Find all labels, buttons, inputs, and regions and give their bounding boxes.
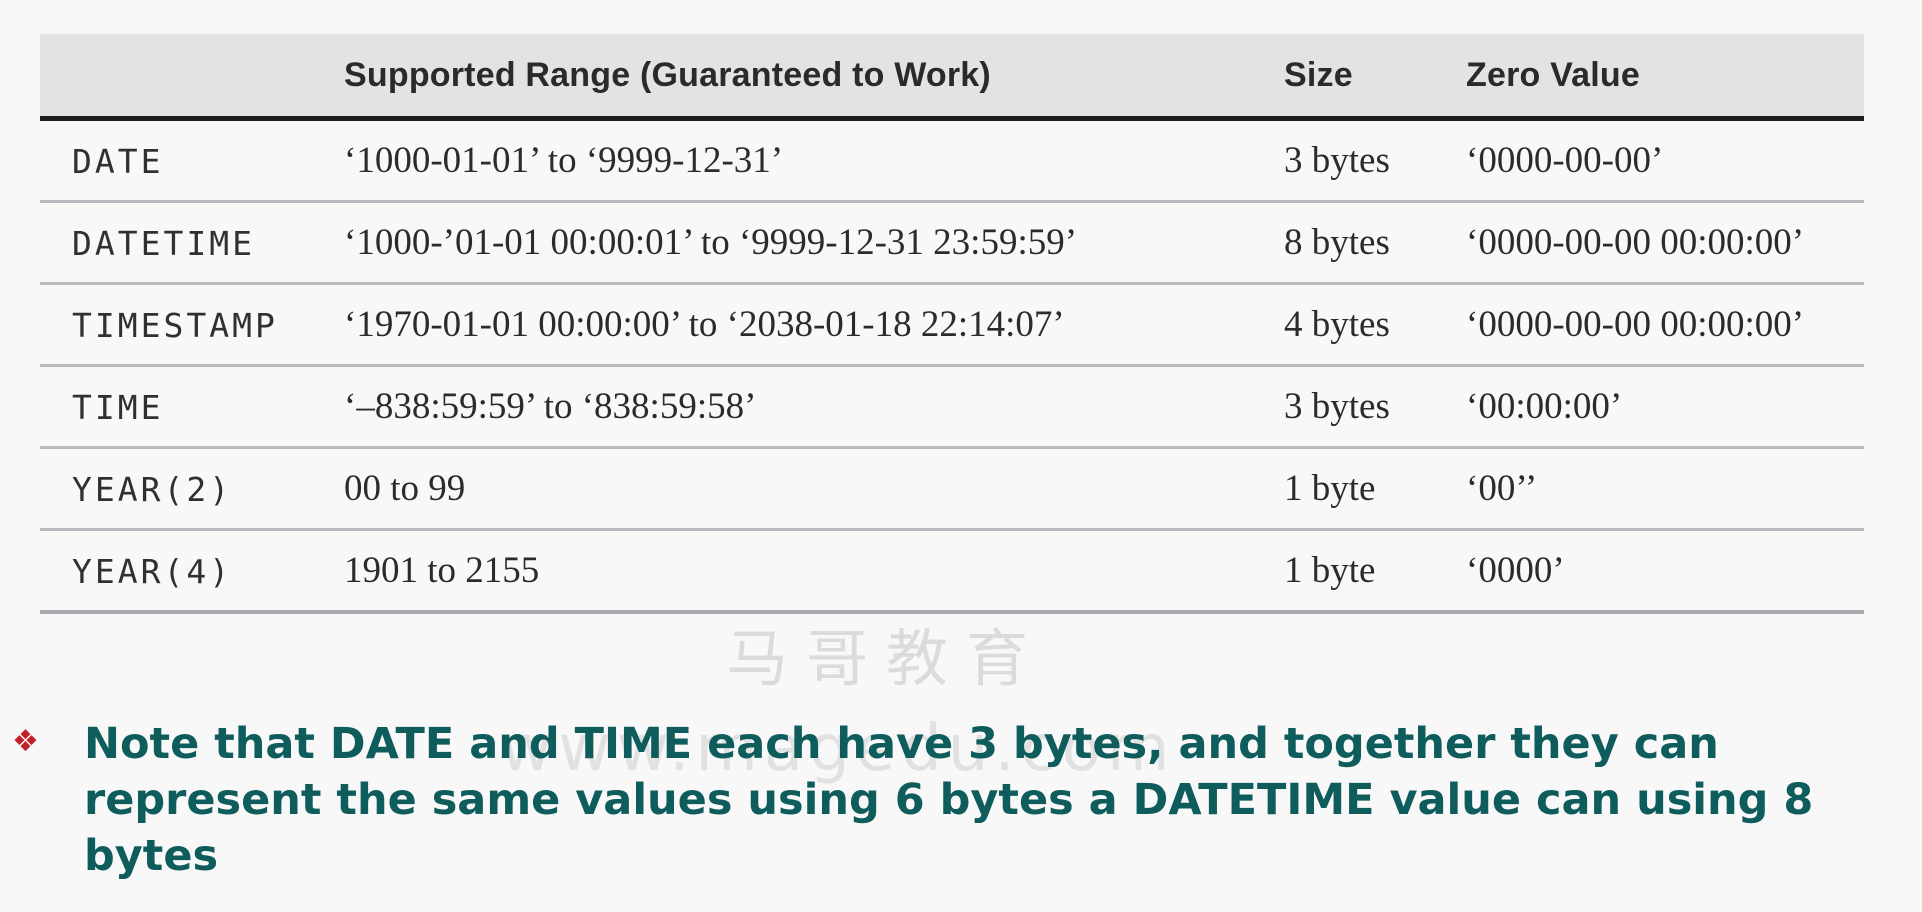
table-header-row: Supported Range (Guaranteed to Work) Siz… <box>40 34 1864 121</box>
size-cell: 1 byte <box>1284 468 1376 509</box>
size-cell: 3 bytes <box>1284 140 1390 181</box>
header-supported-range: Supported Range (Guaranteed to Work) <box>344 56 991 94</box>
type-cell: DATETIME <box>72 224 255 263</box>
zero-value-cell: ‘0000-00-00 00:00:00’ <box>1466 222 1805 263</box>
type-cell: DATE <box>72 142 164 181</box>
note-text: Note that DATE and TIME each have 3 byte… <box>84 719 1814 881</box>
watermark-url: www.magedu.com <box>500 712 1176 786</box>
zero-value-cell: ‘00’’ <box>1466 468 1538 509</box>
diamond-bullet-icon: ❖ <box>12 724 39 759</box>
watermark-chinese: 马哥教育 <box>726 622 1047 695</box>
type-cell: TIMESTAMP <box>72 306 278 345</box>
table-row: TIMESTAMP ‘1970-01-01 00:00:00’ to ‘2038… <box>40 285 1864 367</box>
zero-value-cell: ‘0000-00-00 00:00:00’ <box>1466 304 1805 345</box>
header-size: Size <box>1284 56 1353 94</box>
size-cell: 4 bytes <box>1284 304 1390 345</box>
type-cell: YEAR(2) <box>72 470 233 509</box>
range-cell: 00 to 99 <box>344 468 466 509</box>
range-cell: ‘–838:59:59’ to ‘838:59:58’ <box>344 386 757 427</box>
datetime-types-table: Supported Range (Guaranteed to Work) Siz… <box>40 34 1864 614</box>
header-zero-value: Zero Value <box>1466 56 1640 94</box>
table-row: DATE ‘1000-01-01’ to ‘9999-12-31’ 3 byte… <box>40 121 1864 203</box>
range-cell: ‘1000-’01-01 00:00:01’ to ‘9999-12-31 23… <box>344 222 1078 263</box>
size-cell: 1 byte <box>1284 550 1376 591</box>
size-cell: 8 bytes <box>1284 222 1390 263</box>
zero-value-cell: ‘0000’ <box>1466 550 1565 591</box>
table-row: DATETIME ‘1000-’01-01 00:00:01’ to ‘9999… <box>40 203 1864 285</box>
range-cell: 1901 to 2155 <box>344 550 540 591</box>
range-cell: ‘1970-01-01 00:00:00’ to ‘2038-01-18 22:… <box>344 304 1065 345</box>
table-row: YEAR(2) 00 to 99 1 byte ‘00’’ <box>40 449 1864 531</box>
zero-value-cell: ‘00:00:00’ <box>1466 386 1623 427</box>
zero-value-cell: ‘0000-00-00’ <box>1466 140 1664 181</box>
size-cell: 3 bytes <box>1284 386 1390 427</box>
type-cell: TIME <box>72 388 164 427</box>
table-row: TIME ‘–838:59:59’ to ‘838:59:58’ 3 bytes… <box>40 367 1864 449</box>
range-cell: ‘1000-01-01’ to ‘9999-12-31’ <box>344 140 784 181</box>
type-cell: YEAR(4) <box>72 552 233 591</box>
table-row: YEAR(4) 1901 to 2155 1 byte ‘0000’ <box>40 531 1864 614</box>
